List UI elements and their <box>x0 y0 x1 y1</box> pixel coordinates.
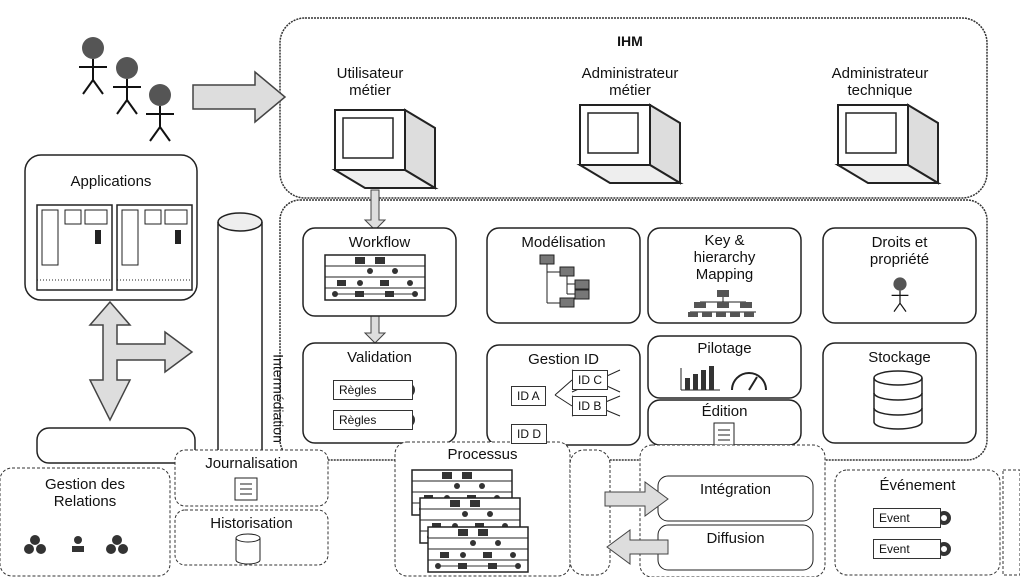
gauge-icon <box>731 372 767 391</box>
edition-title: Édition <box>701 403 748 420</box>
validation-title: Validation <box>347 349 412 366</box>
database-icon <box>873 370 923 430</box>
tree-icon <box>539 254 590 308</box>
rule-box-2: Règles <box>333 410 413 430</box>
log-icon <box>234 477 258 501</box>
processus-title: Processus <box>447 446 518 463</box>
hierarchy-icon <box>688 290 756 317</box>
event-box-1: Event <box>873 508 941 528</box>
id-box-a: ID A <box>511 386 546 406</box>
workflow-title: Workflow <box>348 234 411 251</box>
ihm-title: IHM <box>617 33 643 49</box>
event-box-2: Event <box>873 539 941 559</box>
diffusion-title: Diffusion <box>706 530 765 547</box>
evenement-title: Événement <box>879 477 956 494</box>
relations-icon <box>24 535 128 554</box>
integration-title: Intégration <box>700 481 771 498</box>
modelisation-title: Modélisation <box>521 234 606 251</box>
historisation-title: Historisation <box>210 515 293 532</box>
rule-box-1: Règles <box>333 380 413 400</box>
server-icon <box>36 204 193 291</box>
id-box-c: ID C <box>572 370 608 390</box>
document-icon <box>713 422 735 446</box>
stockage-title: Stockage <box>868 349 931 366</box>
bar-chart-icon <box>680 366 720 391</box>
pilotage-title: Pilotage <box>697 340 752 357</box>
journalisation-title: Journalisation <box>205 455 298 472</box>
id-box-b: ID B <box>572 396 608 416</box>
history-db-icon <box>235 533 261 565</box>
gestion-id-title: Gestion ID <box>528 351 599 368</box>
id-box-d: ID D <box>511 424 547 444</box>
applications-title: Applications <box>70 173 152 190</box>
